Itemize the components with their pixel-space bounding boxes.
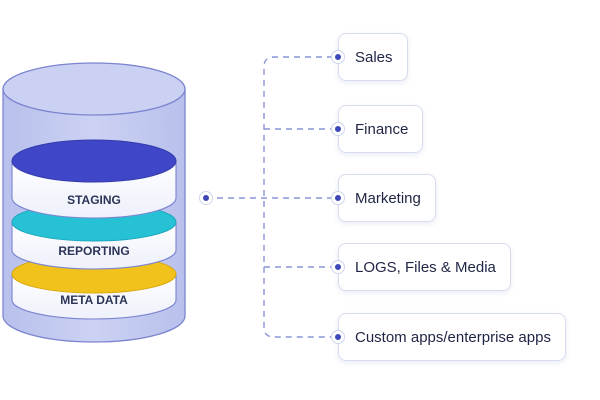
connector-lines [206, 56, 333, 338]
target-finance-label: Finance [355, 120, 409, 138]
target-marketing: Marketing [338, 174, 436, 222]
target-marketing-label: Marketing [355, 189, 421, 207]
target-logs-files-media-label: LOGS, Files & Media [355, 258, 496, 276]
layer-reporting-label: REPORTING [58, 244, 129, 258]
target-marketing-dot [332, 192, 344, 204]
target-sales-label: Sales [355, 48, 393, 66]
target-logs-dot [332, 261, 344, 273]
layer-staging-top [11, 139, 177, 183]
layer-staging: STAGING [11, 139, 177, 219]
layer-staging-label: STAGING [67, 193, 121, 207]
database-cylinder: META DATA REPORTING STAGING [2, 62, 186, 343]
source-connector-dot [200, 192, 212, 204]
target-finance: Finance [338, 105, 424, 153]
target-custom-apps: Custom apps/enterprise apps [338, 313, 566, 361]
layer-meta-data-label: META DATA [60, 293, 128, 307]
target-custom-apps-dot [332, 331, 344, 343]
cylinder-top [2, 62, 186, 116]
target-sales: Sales [338, 33, 408, 81]
target-logs-files-media: LOGS, Files & Media [338, 243, 511, 291]
target-sales-dot [332, 51, 344, 63]
target-finance-dot [332, 123, 344, 135]
trunk-line [263, 56, 333, 338]
target-custom-apps-label: Custom apps/enterprise apps [355, 328, 551, 346]
